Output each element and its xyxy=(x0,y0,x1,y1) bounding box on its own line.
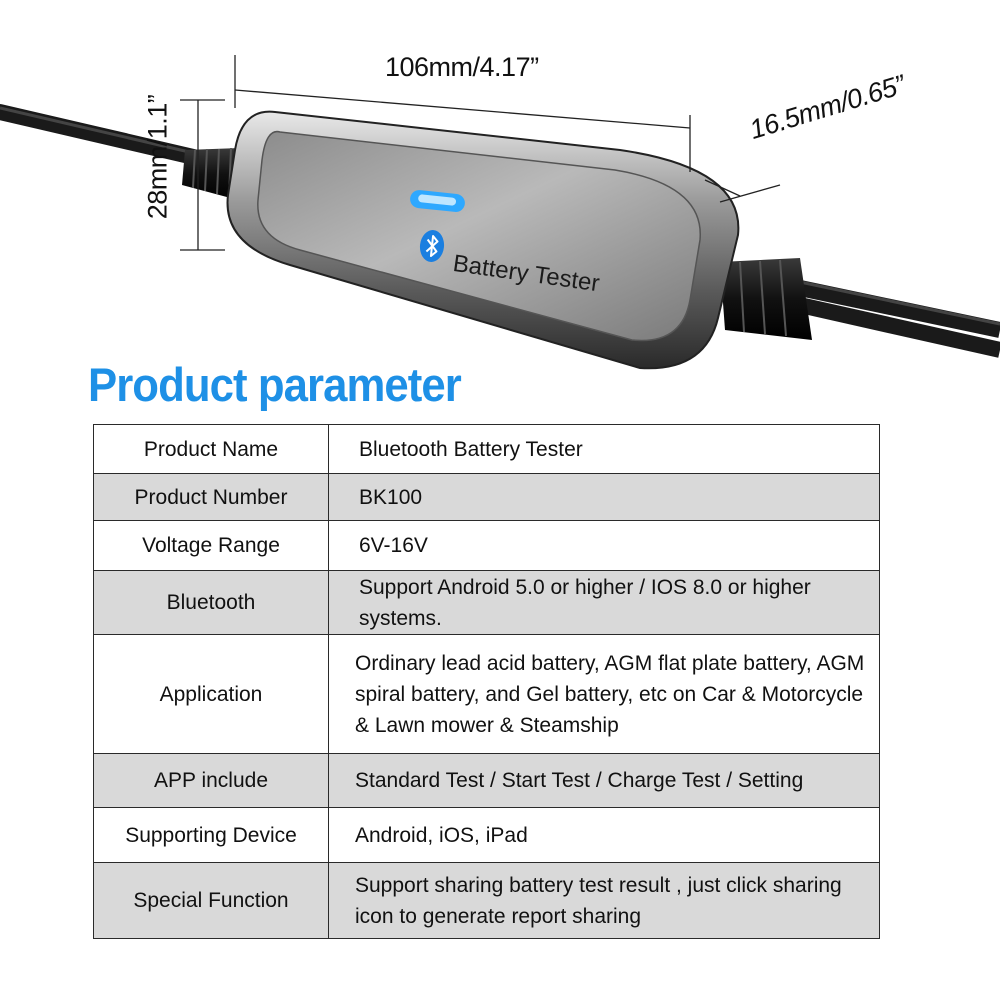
param-value: Support Android 5.0 or higher / IOS 8.0 … xyxy=(328,570,880,635)
table-row: APP include Standard Test / Start Test /… xyxy=(93,753,880,808)
param-value: Ordinary lead acid battery, AGM flat pla… xyxy=(328,634,880,754)
param-value: Support sharing battery test result , ju… xyxy=(328,862,880,939)
dimension-lines xyxy=(180,55,781,251)
parameter-table: Product Name Bluetooth Battery Tester Pr… xyxy=(93,424,880,939)
param-label: Voltage Range xyxy=(93,520,329,571)
param-value: Android, iOS, iPad xyxy=(328,807,880,863)
table-row: Voltage Range 6V-16V xyxy=(93,520,880,571)
param-value: BK100 xyxy=(328,473,880,521)
bluetooth-icon xyxy=(419,230,445,262)
cable-right xyxy=(798,280,1000,358)
param-value: Bluetooth Battery Tester xyxy=(328,424,880,474)
param-label: Product Name xyxy=(93,424,329,474)
device-face xyxy=(257,130,701,342)
cable-left xyxy=(0,104,223,170)
param-label: Bluetooth xyxy=(93,570,329,635)
param-label: Supporting Device xyxy=(93,807,329,863)
strain-relief-left xyxy=(182,147,240,200)
table-row: Application Ordinary lead acid battery, … xyxy=(93,634,880,754)
param-value: Standard Test / Start Test / Charge Test… xyxy=(328,753,880,808)
param-label: APP include xyxy=(93,753,329,808)
table-row: Special Function Support sharing battery… xyxy=(93,862,880,939)
param-label: Product Number xyxy=(93,473,329,521)
table-row: Supporting Device Android, iOS, iPad xyxy=(93,807,880,863)
dimension-height-label: 28mm/1.1” xyxy=(128,82,188,232)
table-row: Product Number BK100 xyxy=(93,473,880,521)
table-row: Bluetooth Support Android 5.0 or higher … xyxy=(93,570,880,635)
param-label: Special Function xyxy=(93,862,329,939)
table-row: Product Name Bluetooth Battery Tester xyxy=(93,424,880,474)
param-label: Application xyxy=(93,634,329,754)
strain-relief-right xyxy=(720,258,812,340)
param-value: 6V-16V xyxy=(328,520,880,571)
dimension-length-label: 106mm/4.17” xyxy=(385,52,539,82)
dimension-height-text: 28mm/1.1” xyxy=(142,94,173,220)
section-title: Product parameter xyxy=(88,358,462,411)
product-image xyxy=(0,55,1000,370)
